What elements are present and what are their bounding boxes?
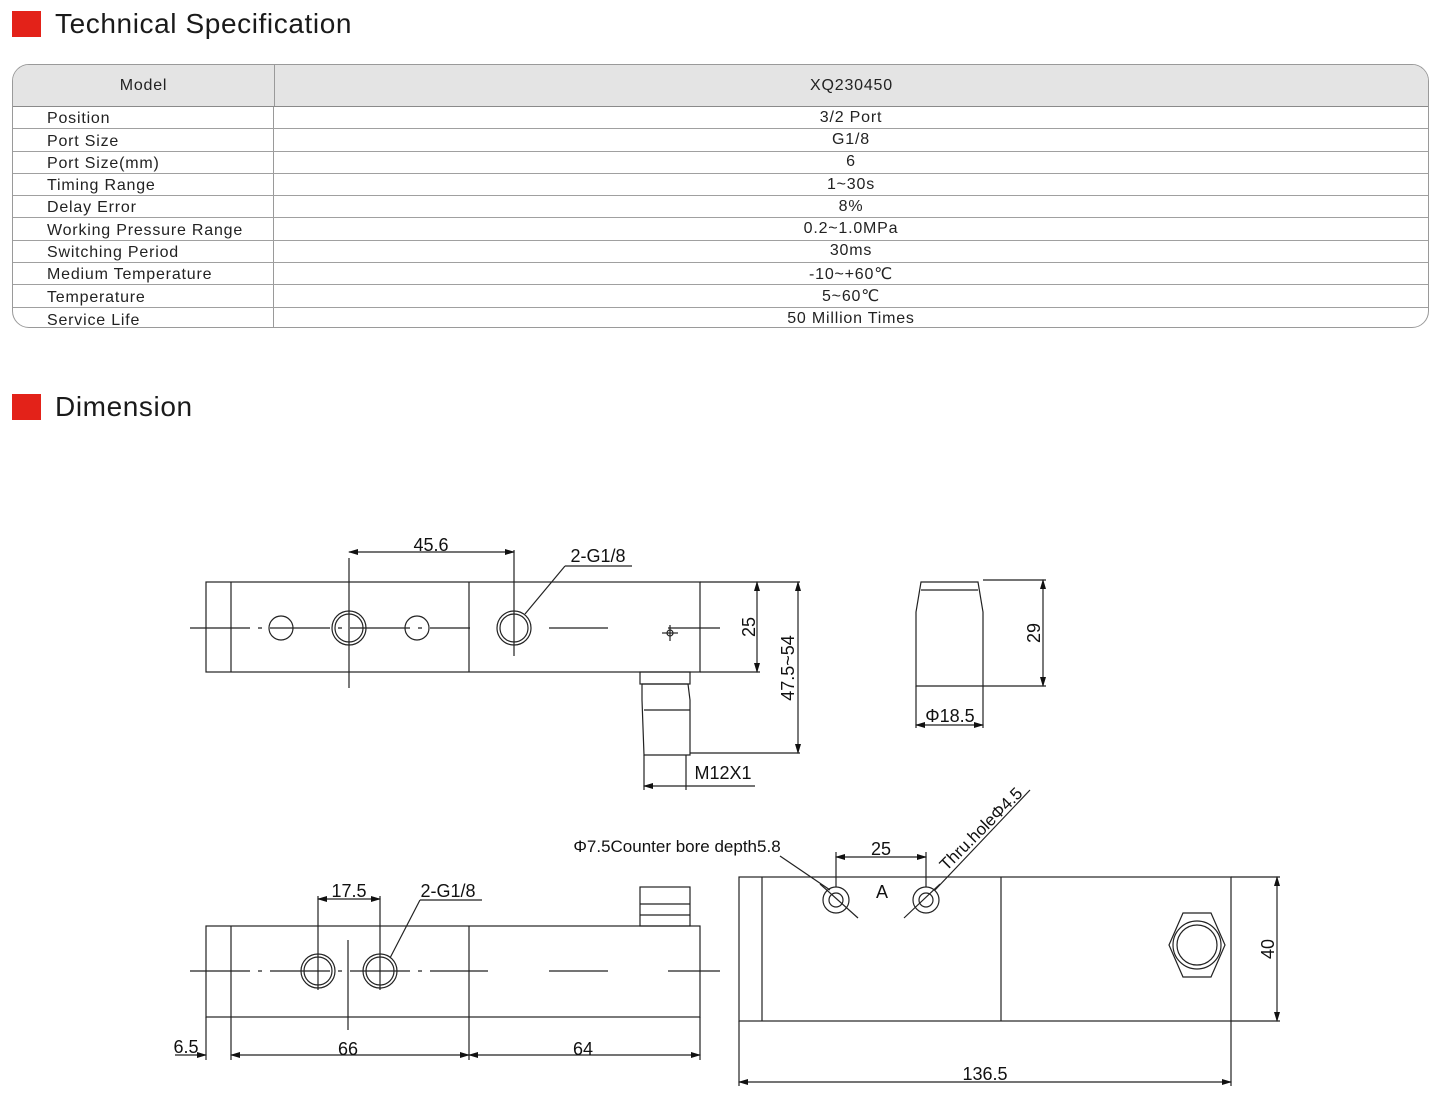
port-hole	[268, 615, 294, 641]
dim-side-height: 29	[1024, 623, 1044, 643]
spec-row-label: Port Size(mm)	[13, 151, 274, 173]
spec-section-title: Technical Specification	[55, 8, 353, 39]
port-label-top: 2-G1/8	[570, 546, 625, 566]
spec-table-header: Model XQ230450	[13, 65, 1428, 107]
dim-pitch-front: 17.5	[331, 881, 366, 901]
top-view	[190, 549, 801, 790]
spec-row-value: 5~60℃	[821, 288, 880, 306]
spec-row-value: -10~+60℃	[809, 265, 893, 283]
spec-row: Service Life 50 Million Times	[13, 307, 1428, 327]
port-label-front: 2-G1/8	[420, 881, 475, 901]
spec-row-value: 1~30s	[826, 175, 876, 193]
spec-row: Timing Range 1~30s	[13, 173, 1428, 197]
spec-row: Position 3/2 Port	[13, 107, 1428, 130]
dimension-section-header: Dimension	[12, 391, 193, 423]
spec-section-header: Technical Specification	[12, 8, 352, 40]
spec-row-value: 50 Million Times	[787, 309, 915, 327]
spec-row-value: 30ms	[829, 242, 873, 260]
counter-bore-label: Φ7.5Counter bore depth5.8	[573, 837, 780, 856]
spec-row-value: G1/8	[832, 130, 870, 148]
spec-row-label: Switching Period	[13, 240, 274, 263]
spec-row-label: Working Pressure Range	[13, 218, 274, 240]
front-view	[175, 886, 720, 1060]
spec-row-label: Medium Temperature	[13, 263, 274, 285]
spec-row-label: Position	[13, 107, 274, 129]
side-view-body	[915, 581, 984, 687]
dim-left-offset: 6.5	[173, 1037, 198, 1057]
spec-row-label: Delay Error	[13, 196, 274, 218]
spec-row-label: Service Life	[13, 307, 274, 327]
hex-fitting	[1168, 912, 1226, 978]
dim-length-b: 64	[573, 1039, 593, 1059]
spec-row: Medium Temperature -10~+60℃	[13, 263, 1428, 286]
spec-row-label: Timing Range	[13, 173, 274, 196]
model-value: XQ230450	[810, 76, 893, 94]
bottom-view-body	[738, 876, 1232, 1022]
spec-row-value: 6	[846, 153, 856, 171]
side-view	[915, 579, 1046, 728]
dim-overall-length: 136.5	[962, 1064, 1007, 1084]
spec-row-value: 0.2~1.0MPa	[803, 220, 899, 238]
section-marker	[12, 11, 41, 37]
spec-row-label: Port Size	[13, 129, 274, 151]
section-marker	[12, 394, 41, 420]
dim-overall-height: 47.5~54	[778, 635, 798, 701]
spec-row-value: 3/2 Port	[819, 108, 883, 126]
thru-hole	[912, 886, 940, 914]
thru-hole-label: Thru.holeΦ4.5	[936, 784, 1027, 875]
spec-row: Port Size(mm) 6	[13, 151, 1428, 174]
dim-pitch-top: 45.6	[413, 535, 448, 555]
dim-thread: M12X1	[694, 763, 751, 783]
dim-body-height: 25	[739, 617, 759, 637]
bottom-view	[738, 789, 1280, 1086]
model-label: Model	[13, 65, 275, 106]
dimension-section-title: Dimension	[55, 391, 193, 422]
dim-side-diameter: Φ18.5	[925, 706, 974, 726]
spec-row: Switching Period 30ms	[13, 240, 1428, 264]
port-hole	[404, 615, 430, 641]
spec-row-value: 8%	[838, 197, 864, 215]
spec-row: Temperature 5~60℃	[13, 285, 1428, 308]
section-marker-a: A	[876, 882, 888, 902]
spec-row-label: Temperature	[13, 285, 274, 307]
dim-length-a: 66	[338, 1039, 358, 1059]
spec-row: Working Pressure Range 0.2~1.0MPa	[13, 218, 1428, 241]
dim-hole-pitch: 25	[871, 839, 891, 859]
top-view-body	[205, 581, 701, 673]
spec-row: Delay Error 8%	[13, 196, 1428, 219]
dim-bottom-height: 40	[1258, 939, 1278, 959]
spec-row: Port Size G1/8	[13, 129, 1428, 152]
